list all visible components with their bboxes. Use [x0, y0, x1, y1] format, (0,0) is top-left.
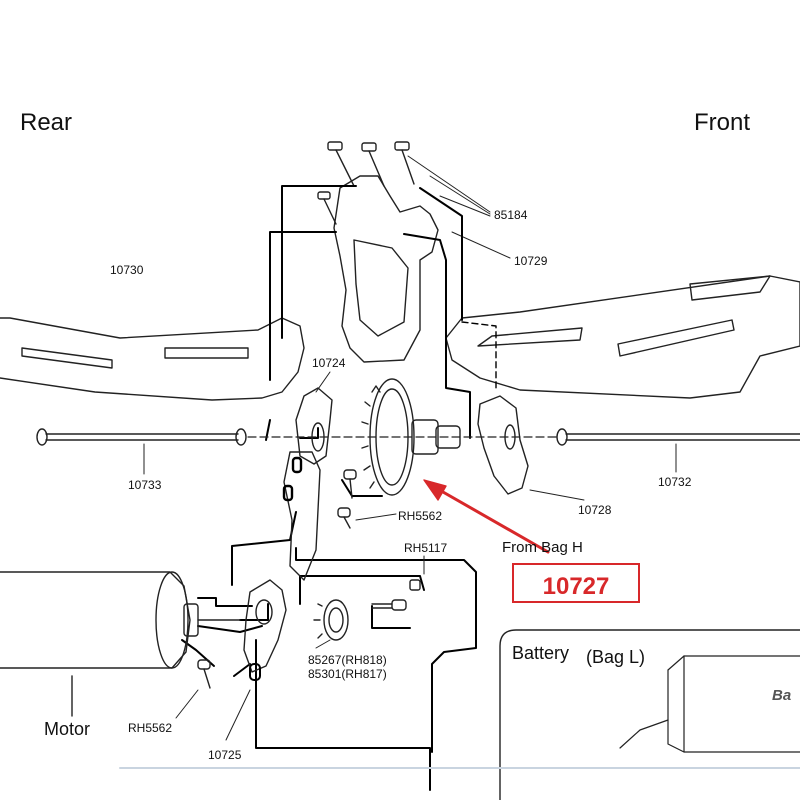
motor-mount-arm: [283, 451, 321, 581]
rear-mount-10724: [295, 387, 333, 465]
motor-label: Motor: [44, 719, 91, 739]
leader-rh5562-a: [355, 513, 397, 521]
spur-gear: [361, 378, 461, 496]
front-plate-slot-2: [617, 319, 735, 357]
battery-logo: Ba: [772, 687, 792, 704]
label-front: Front: [694, 109, 751, 136]
rear-bearing: [311, 422, 325, 452]
leader-10728: [529, 489, 585, 501]
battery-bag: (Bag L): [586, 647, 646, 667]
rear-driveshaft: [36, 428, 247, 446]
assembly-routes: [181, 185, 477, 791]
part-85301: 85301(RH817): [308, 667, 387, 681]
bulkhead-inner: [353, 239, 409, 337]
rear-chassis-plate: [0, 317, 305, 401]
part-rh5117: RH5117: [404, 541, 448, 555]
battery-pack: [619, 655, 800, 753]
part-rh5562-lower: RH5562: [128, 721, 173, 735]
battery-label: Battery: [512, 643, 570, 663]
callout-source: From Bag H: [502, 539, 583, 556]
callout-box: 10727: [512, 563, 640, 603]
front-plate-slot-3: [689, 275, 771, 301]
motor-body: [0, 571, 241, 669]
mount-slots: [282, 456, 303, 502]
part-rh5562-upper: RH5562: [398, 509, 443, 523]
callout-arrowhead: [423, 479, 447, 501]
hidden-route: [461, 321, 497, 391]
battery-box: [499, 629, 800, 801]
part-85267: 85267(RH818): [308, 653, 387, 667]
front-bearing: [504, 424, 516, 450]
part-10732: 10732: [658, 475, 692, 489]
part-10733: 10733: [128, 478, 162, 492]
leader-10724: [315, 371, 331, 393]
part-10729: 10729: [514, 254, 548, 268]
front-driveshaft: [556, 428, 800, 446]
rear-plate-slot-2: [164, 347, 249, 359]
leader-rh5562-b: [175, 689, 199, 719]
center-bulkhead: [333, 175, 439, 363]
set-screws: [371, 579, 421, 611]
screws-rh5562-a: [337, 469, 357, 529]
screw-rh5562-b: [197, 659, 211, 689]
rear-plate-slot-1: [21, 347, 113, 369]
leader-10725: [225, 689, 251, 741]
front-plate-slot-1: [477, 327, 583, 347]
callout-part-number: 10727: [542, 573, 610, 600]
motor-plate-hole: [255, 599, 273, 625]
part-10725: 10725: [208, 748, 242, 762]
part-10724: 10724: [312, 356, 346, 370]
leader-85184: [407, 155, 511, 259]
callout-arrow: [434, 486, 550, 554]
motor-plate-10725: [243, 579, 287, 673]
front-mount-10728: [477, 395, 529, 495]
pinion-gear: [313, 599, 349, 641]
label-rear: Rear: [20, 109, 73, 136]
part-10728: 10728: [578, 503, 612, 517]
screws-85184: [317, 141, 415, 225]
motor-plate-slot: [249, 663, 261, 681]
part-85184: 85184: [494, 208, 528, 222]
front-chassis-plate: [445, 275, 800, 399]
leader-pinion: [315, 639, 331, 649]
part-10730: 10730: [110, 263, 144, 277]
